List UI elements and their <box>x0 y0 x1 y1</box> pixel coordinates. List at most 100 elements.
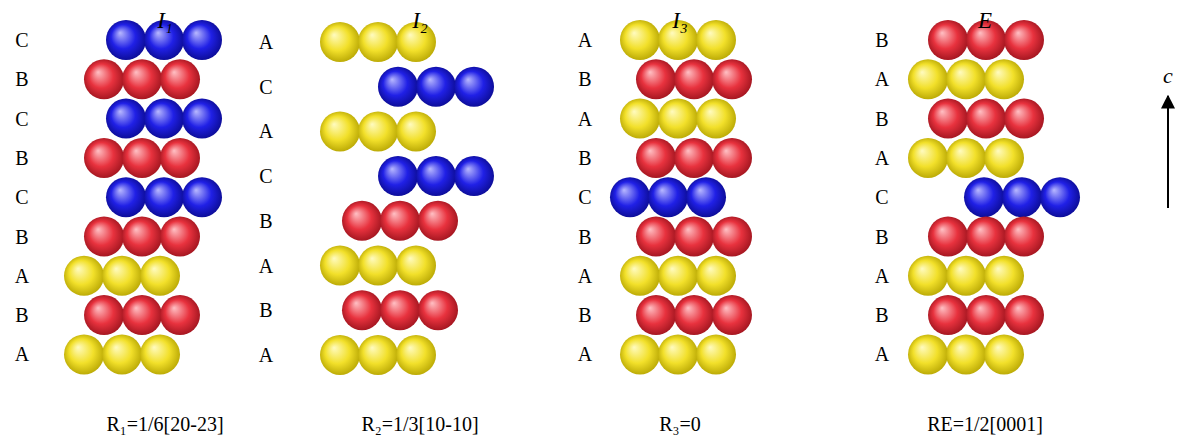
stacking-letter: B <box>15 227 28 247</box>
atom-sphere <box>140 334 180 374</box>
atom-sphere <box>1040 177 1080 217</box>
atom-sphere <box>102 334 142 374</box>
atom-sphere <box>984 59 1024 99</box>
stacking-letter: C <box>15 187 28 207</box>
atom-sphere <box>984 334 1024 374</box>
atom-sphere <box>966 295 1006 335</box>
atom-sphere <box>182 177 222 217</box>
atom-sphere <box>636 59 676 99</box>
atom-sphere <box>320 22 360 62</box>
atom-sphere <box>358 246 398 286</box>
atom-sphere <box>674 59 714 99</box>
atom-sphere <box>636 217 676 257</box>
stacking-letter: B <box>578 69 591 89</box>
column-title: I₃ <box>672 9 688 32</box>
atom-sphere <box>908 138 948 178</box>
stacking-letter: B <box>578 227 591 247</box>
atom-sphere <box>380 201 420 241</box>
stacking-letter: B <box>15 148 28 168</box>
atom-sphere <box>182 99 222 139</box>
atom-sphere <box>140 256 180 296</box>
axis-label: c <box>1163 65 1173 87</box>
atom-sphere <box>102 256 142 296</box>
atom-sphere <box>696 99 736 139</box>
atom-sphere <box>320 246 360 286</box>
atom-sphere <box>696 334 736 374</box>
atom-sphere <box>658 334 698 374</box>
atom-sphere <box>712 59 752 99</box>
atom-sphere <box>984 138 1024 178</box>
stacking-letter: C <box>259 77 272 97</box>
atom-sphere <box>908 334 948 374</box>
atom-layers <box>64 20 222 374</box>
atom-sphere <box>674 295 714 335</box>
atom-sphere <box>84 138 124 178</box>
atom-sphere <box>696 256 736 296</box>
atom-sphere <box>144 99 184 139</box>
column-title: E <box>978 9 992 32</box>
atom-sphere <box>358 111 398 151</box>
atom-sphere <box>84 217 124 257</box>
atom-sphere <box>396 111 436 151</box>
atom-sphere <box>946 138 986 178</box>
atom-sphere <box>358 22 398 62</box>
atom-sphere <box>964 177 1004 217</box>
axis-arrow <box>1167 96 1169 208</box>
stacking-letter: C <box>578 187 591 207</box>
atom-sphere <box>946 334 986 374</box>
stacking-letter: B <box>875 30 888 50</box>
atom-sphere <box>418 290 458 330</box>
fault-vector: RE=1/2[0001] <box>927 414 1043 434</box>
atom-layers <box>320 22 494 375</box>
atom-sphere <box>454 156 494 196</box>
stacking-letter: A <box>259 121 273 141</box>
atom-sphere <box>64 334 104 374</box>
atom-layers <box>610 20 752 374</box>
stacking-letter: B <box>15 305 28 325</box>
atom-sphere <box>908 59 948 99</box>
stacking-letter: A <box>578 109 592 129</box>
atom-sphere <box>620 334 660 374</box>
atom-sphere <box>966 99 1006 139</box>
atom-sphere <box>416 156 456 196</box>
stacking-letter: A <box>578 344 592 364</box>
atom-sphere <box>380 290 420 330</box>
atom-sphere <box>1004 217 1044 257</box>
stacking-letter: A <box>259 256 273 276</box>
fault-vector: R₂=1/3[10-10] <box>361 414 478 434</box>
column-title: I₁ <box>157 9 173 32</box>
atom-sphere <box>378 67 418 107</box>
atom-sphere <box>122 217 162 257</box>
stacking-letter: A <box>15 266 29 286</box>
atom-sphere <box>160 295 200 335</box>
atom-sphere <box>1004 295 1044 335</box>
atom-sphere <box>378 156 418 196</box>
stacking-letter: A <box>15 344 29 364</box>
atom-sphere <box>984 256 1024 296</box>
atom-sphere <box>418 201 458 241</box>
atom-sphere <box>106 20 146 60</box>
fault-vector: R₁=1/6[20-23] <box>106 414 223 434</box>
atom-sphere <box>712 295 752 335</box>
atom-sphere <box>1002 177 1042 217</box>
atom-sphere <box>674 138 714 178</box>
stacking-letter: A <box>259 345 273 365</box>
atom-sphere <box>686 177 726 217</box>
atom-sphere <box>620 256 660 296</box>
atom-sphere <box>610 177 650 217</box>
atom-sphere <box>64 256 104 296</box>
atom-sphere <box>84 59 124 99</box>
atom-sphere <box>928 99 968 139</box>
atom-sphere <box>636 138 676 178</box>
atom-sphere <box>620 20 660 60</box>
atom-sphere <box>182 20 222 60</box>
atom-sphere <box>396 335 436 375</box>
stacking-letter: A <box>875 344 889 364</box>
atom-sphere <box>908 256 948 296</box>
atom-sphere <box>396 246 436 286</box>
atom-sphere <box>106 177 146 217</box>
atom-sphere <box>122 59 162 99</box>
stacking-letter: A <box>875 148 889 168</box>
